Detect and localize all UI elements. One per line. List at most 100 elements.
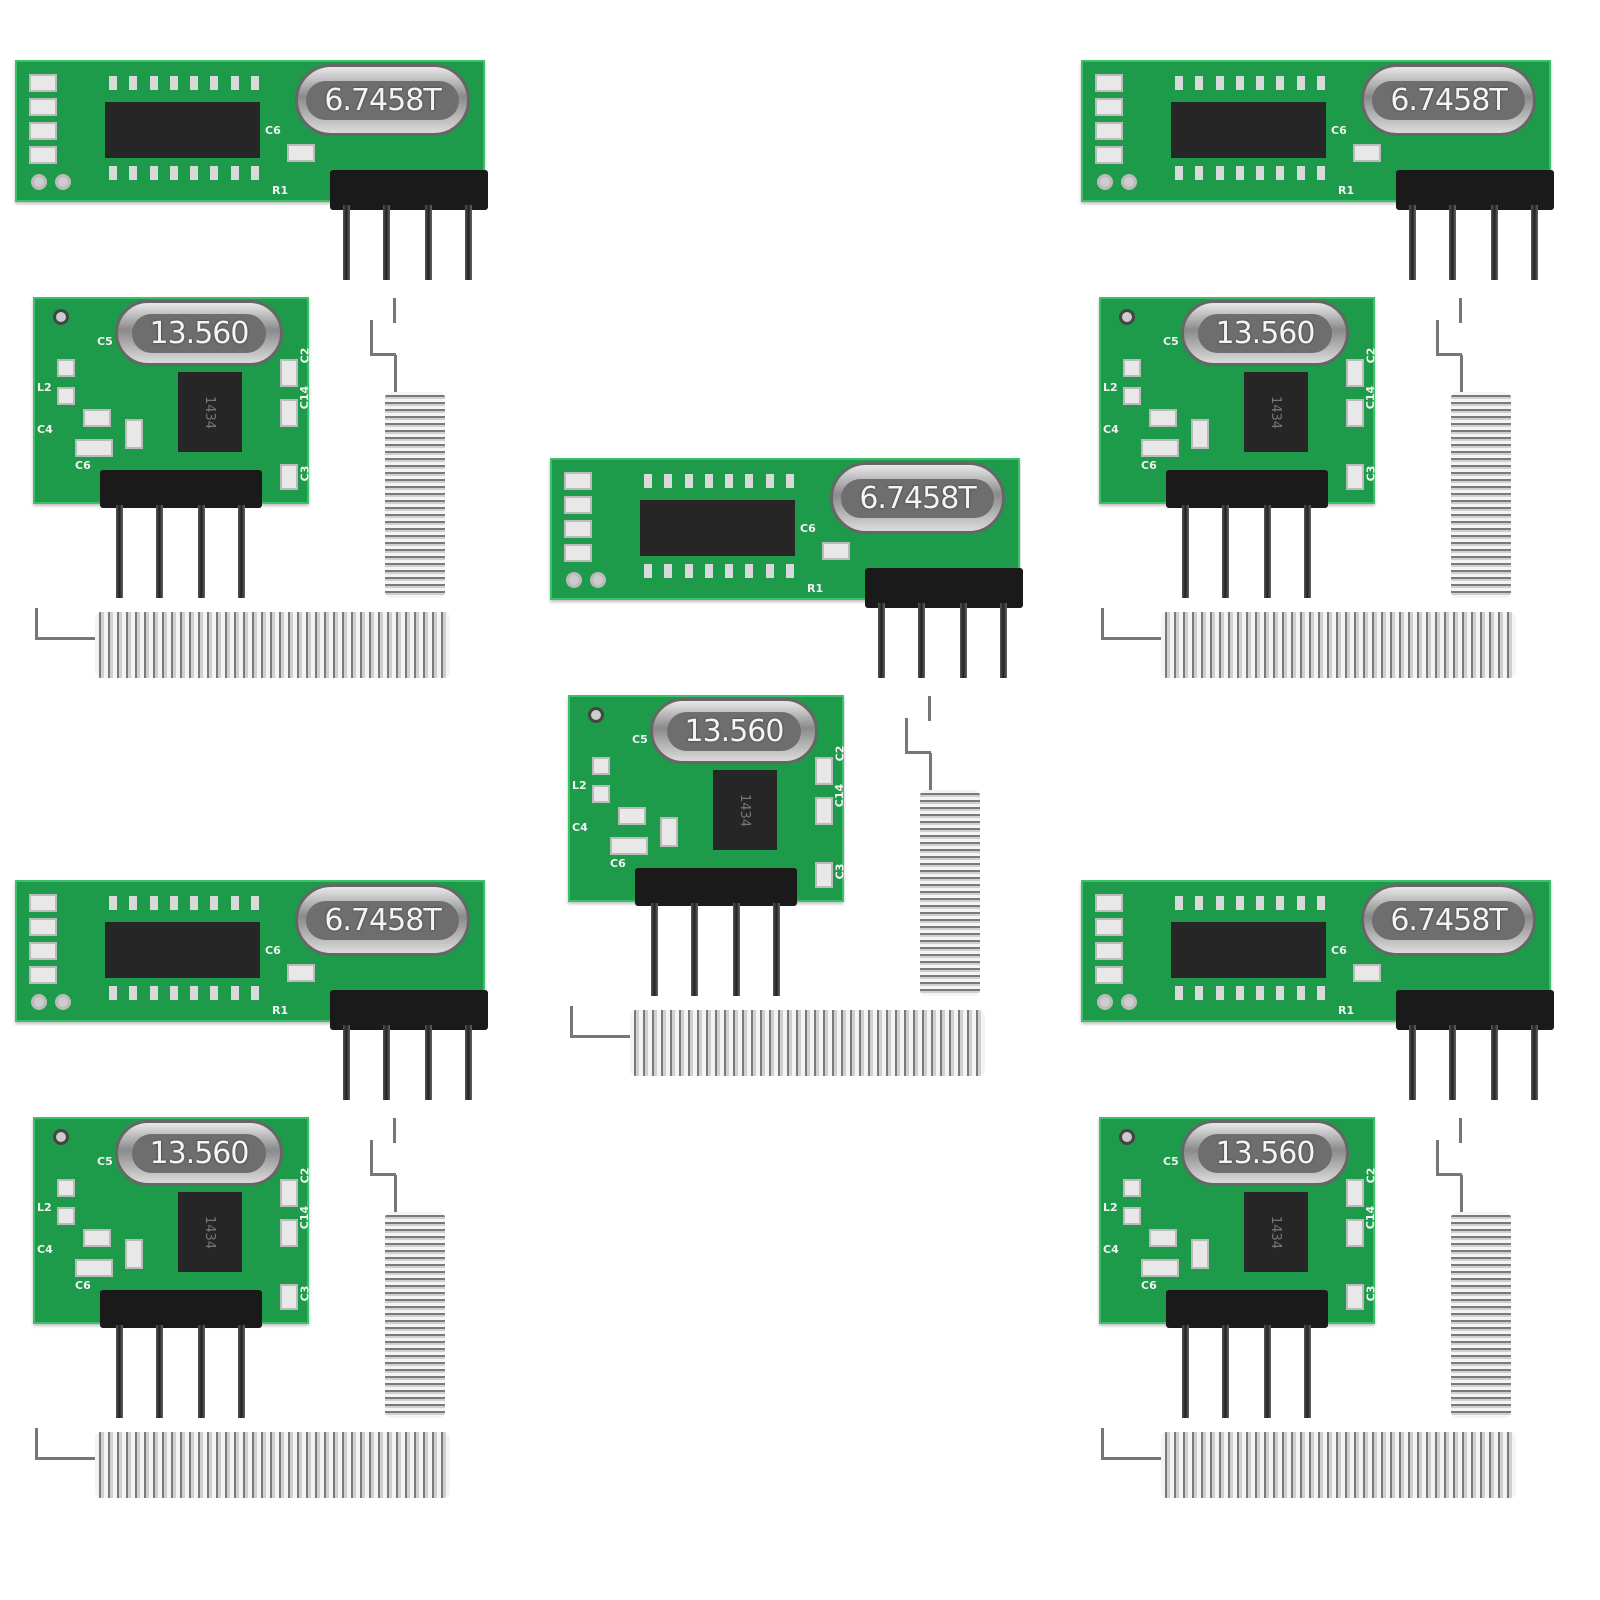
- smd-component: [822, 542, 850, 560]
- silkscreen-label: C4: [1103, 1243, 1119, 1256]
- header-pin: [238, 1325, 245, 1418]
- transmitter-pin-header: [100, 470, 262, 508]
- smd-component: [280, 399, 298, 427]
- silkscreen-label: R1: [807, 582, 824, 595]
- smd-component: [564, 472, 592, 490]
- smd-component: [618, 807, 646, 825]
- smd-component: [29, 894, 57, 912]
- receiver-crystal: 6.7458T: [1361, 64, 1536, 136]
- rf-module-kit: C6 R1 6.7458T C5 C2 C14 C3 L2 C4 C6: [1066, 0, 1566, 700]
- silkscreen-label: C2: [1364, 347, 1378, 364]
- silkscreen-label: C4: [37, 423, 53, 436]
- transmitter-pin-header: [100, 1290, 262, 1328]
- silkscreen-label: C6: [1331, 124, 1347, 137]
- antenna-wire: [1460, 355, 1463, 395]
- smd-component: [1149, 1229, 1177, 1247]
- decoder-chip: [105, 102, 260, 158]
- transmitter-pin-header: [635, 868, 797, 906]
- header-pin: [465, 205, 472, 280]
- silkscreen-label: R1: [1338, 1004, 1355, 1017]
- coil-spring-antenna-vertical: [1451, 1212, 1511, 1418]
- smd-component: [1141, 439, 1179, 457]
- silkscreen-label: L2: [37, 1201, 52, 1214]
- silkscreen-label: C3: [1364, 1285, 1378, 1302]
- coil-spring-antenna-horizontal: [1161, 1432, 1516, 1498]
- transmitter-crystal: 13.560: [115, 300, 283, 366]
- antenna-wire: [1436, 1140, 1462, 1176]
- receiver-pin-header: [865, 568, 1023, 608]
- smd-component: [592, 757, 610, 775]
- smd-component: [564, 496, 592, 514]
- antenna-wire: [1459, 298, 1462, 323]
- smd-component: [29, 146, 57, 164]
- header-pin: [878, 603, 885, 678]
- smd-component: [1095, 122, 1123, 140]
- mounting-pad: [31, 994, 47, 1010]
- silkscreen-label: C2: [1364, 1167, 1378, 1184]
- silkscreen-label: C14: [298, 385, 312, 410]
- crystal-marking: 6.7458T: [1372, 900, 1525, 940]
- smd-component: [1095, 942, 1123, 960]
- chip-marking: 1434: [1268, 395, 1284, 429]
- antenna-wire: [394, 1175, 397, 1215]
- antenna-wire: [928, 696, 931, 721]
- silkscreen-label: C6: [265, 124, 281, 137]
- silkscreen-label: C6: [75, 1279, 91, 1292]
- header-pin: [1531, 1025, 1538, 1100]
- coil-spring-antenna-vertical: [385, 392, 445, 598]
- antenna-wire: [35, 608, 97, 640]
- mounting-hole: [1119, 309, 1135, 325]
- header-pin: [116, 505, 123, 598]
- smd-component: [815, 757, 833, 785]
- smd-component: [1095, 918, 1123, 936]
- crystal-marking: 6.7458T: [306, 900, 459, 940]
- smd-component: [1346, 1284, 1364, 1310]
- silkscreen-label: C4: [572, 821, 588, 834]
- silkscreen-label: C14: [298, 1205, 312, 1230]
- chip-legs: [644, 474, 794, 488]
- smd-component: [1346, 1179, 1364, 1207]
- header-pin: [1409, 205, 1416, 280]
- smd-component: [815, 862, 833, 888]
- transmitter-chip: 1434: [178, 1192, 242, 1272]
- antenna-wire: [1459, 1118, 1462, 1143]
- header-pin: [198, 505, 205, 598]
- silkscreen-label: R1: [1338, 184, 1355, 197]
- crystal-marking: 13.560: [1197, 1133, 1333, 1173]
- smd-component: [1346, 464, 1364, 490]
- header-pin: [1449, 205, 1456, 280]
- smd-component: [1346, 359, 1364, 387]
- smd-component: [1095, 98, 1123, 116]
- header-pin: [1264, 505, 1271, 598]
- header-pin: [1222, 1325, 1229, 1418]
- header-pin: [383, 1025, 390, 1100]
- header-pin: [1531, 205, 1538, 280]
- chip-marking: 1434: [202, 1215, 218, 1249]
- silkscreen-label: L2: [37, 381, 52, 394]
- transmitter-crystal: 13.560: [1181, 300, 1349, 366]
- decoder-chip: [640, 500, 795, 556]
- receiver-crystal: 6.7458T: [295, 884, 470, 956]
- header-pin: [1449, 1025, 1456, 1100]
- header-pin: [773, 903, 780, 996]
- smd-component: [83, 409, 111, 427]
- coil-spring-antenna-horizontal: [95, 612, 450, 678]
- transmitter-crystal: 13.560: [650, 698, 818, 764]
- antenna-wire: [1436, 320, 1462, 356]
- header-pin: [1304, 505, 1311, 598]
- receiver-pin-header: [1396, 990, 1554, 1030]
- crystal-marking: 6.7458T: [306, 80, 459, 120]
- silkscreen-label: C5: [97, 1155, 113, 1168]
- header-pin: [198, 1325, 205, 1418]
- header-pin: [1182, 1325, 1189, 1418]
- silkscreen-label: C5: [1163, 1155, 1179, 1168]
- silkscreen-label: C6: [1141, 459, 1157, 472]
- smd-component: [280, 1179, 298, 1207]
- mounting-hole: [588, 707, 604, 723]
- silkscreen-label: C2: [298, 1167, 312, 1184]
- smd-component: [1346, 399, 1364, 427]
- smd-component: [564, 544, 592, 562]
- silkscreen-label: C5: [1163, 335, 1179, 348]
- crystal-marking: 6.7458T: [1372, 80, 1525, 120]
